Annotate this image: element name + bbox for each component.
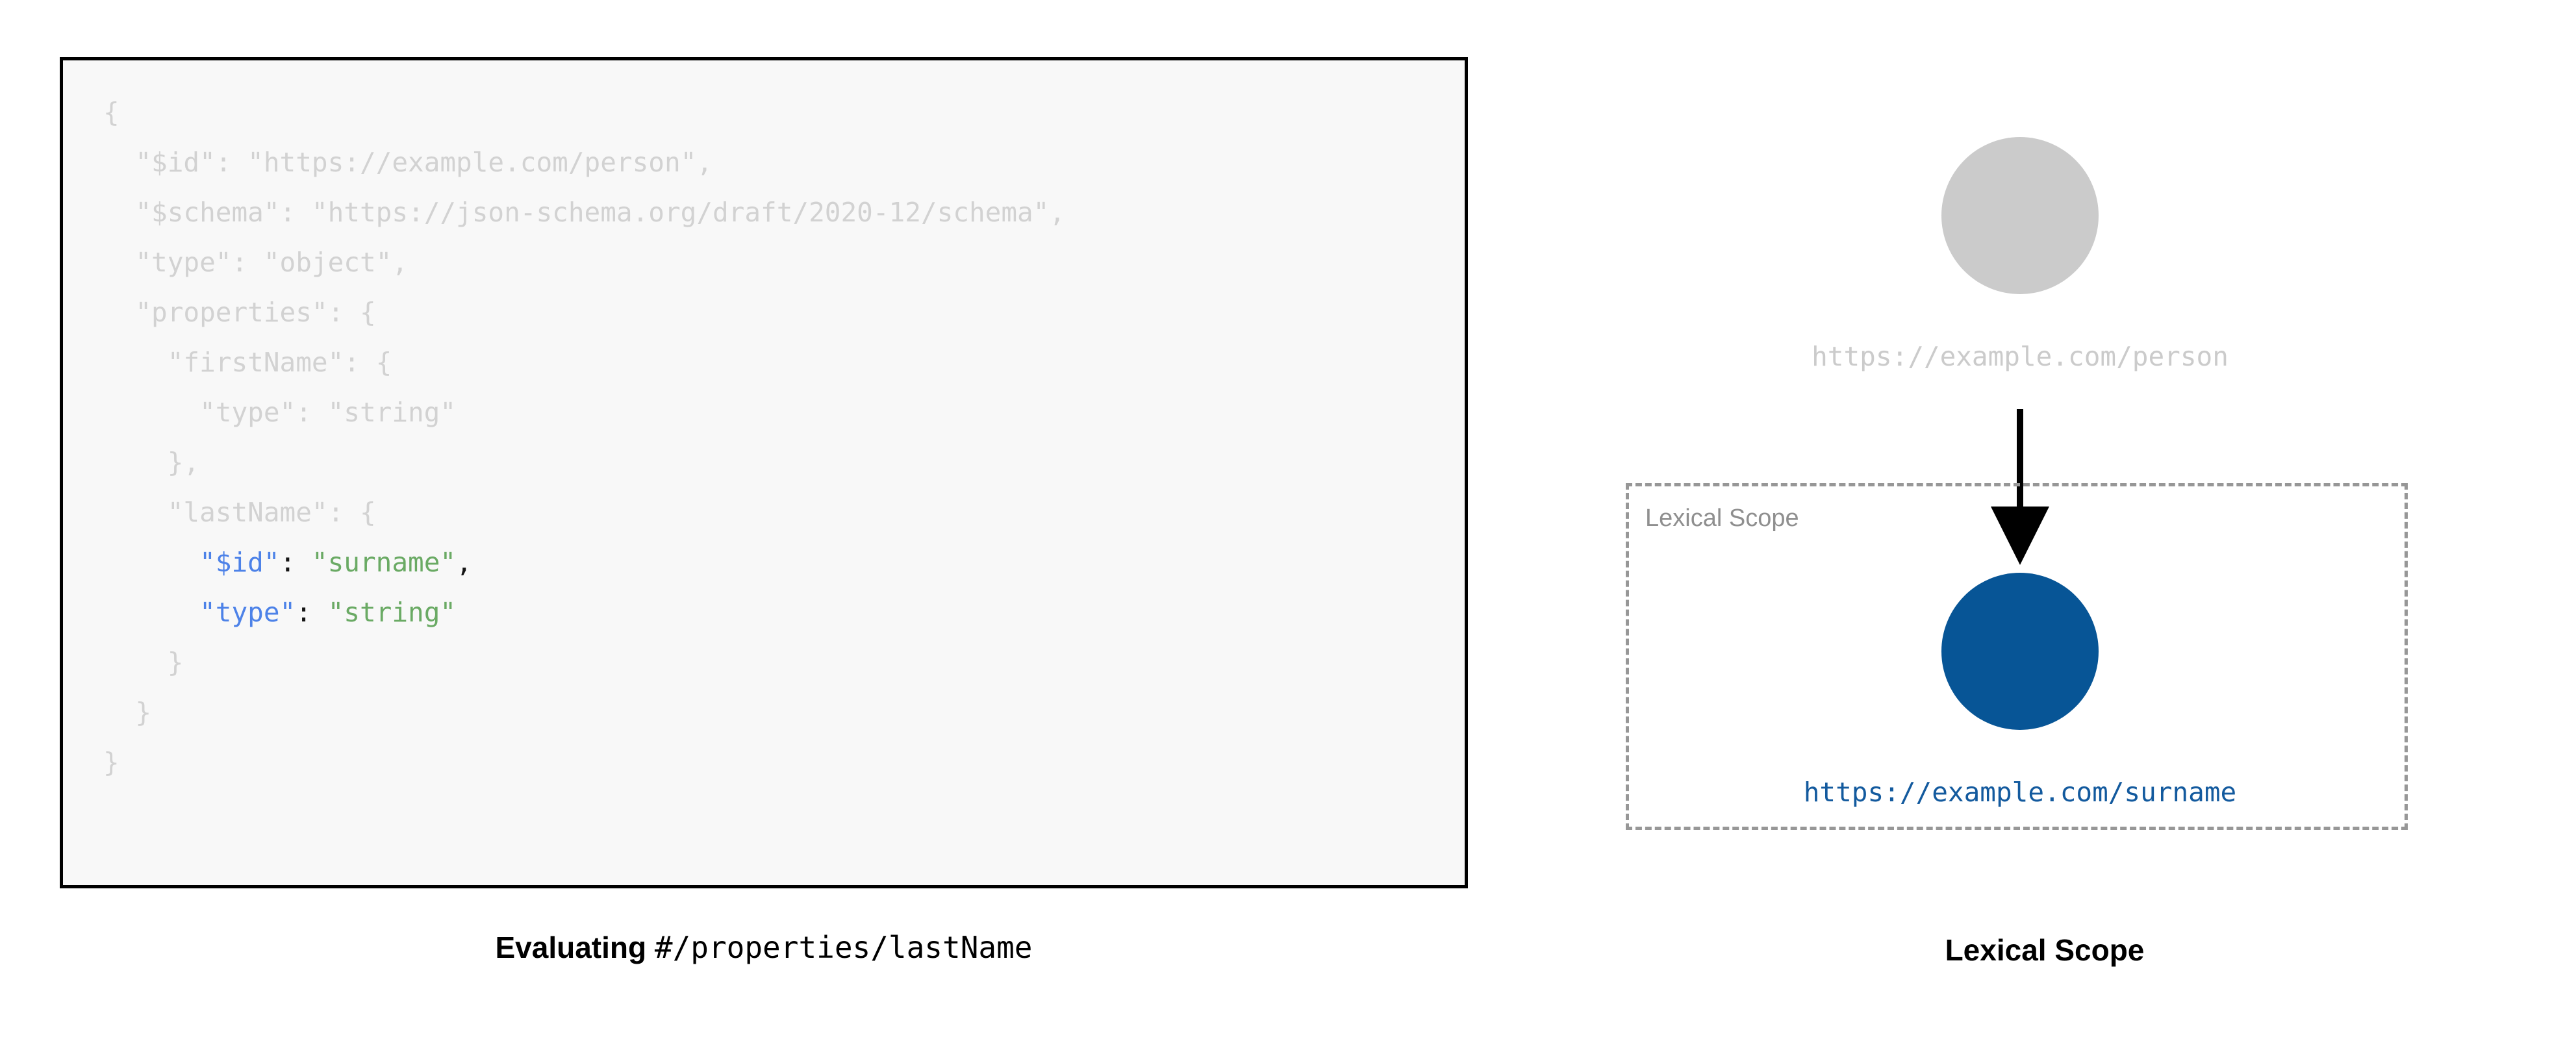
code-token: "properties": { xyxy=(135,297,376,328)
code-line: "$id": "surname", xyxy=(103,538,1065,588)
code-token: : xyxy=(279,547,312,578)
code-token: }, xyxy=(167,447,200,478)
code-token: } xyxy=(103,747,120,778)
lexical-scope-diagram-panel: Lexical Scope https://example.com/person… xyxy=(1513,0,2576,1039)
parent-schema-node-circle xyxy=(1941,137,2099,294)
diagram-arrow-layer xyxy=(1991,409,2049,565)
code-token: "surname" xyxy=(311,547,457,578)
child-schema-node-circle xyxy=(1941,573,2099,730)
code-line: } xyxy=(103,738,1065,788)
code-token: "lastName": { xyxy=(167,497,376,528)
schema-code-panel: { "$id": "https://example.com/person", "… xyxy=(60,57,1468,965)
code-token: , xyxy=(456,547,472,578)
parent-schema-node-label: https://example.com/person xyxy=(1812,341,2229,372)
code-line: } xyxy=(103,638,1065,688)
code-token: "type": "object", xyxy=(135,247,409,278)
code-token: } xyxy=(167,647,184,678)
right-caption: Lexical Scope xyxy=(1945,933,2145,967)
code-token: } xyxy=(135,697,152,728)
code-token: { xyxy=(103,97,120,128)
code-line: "lastName": { xyxy=(103,488,1065,538)
left-caption-pointer: #/properties/lastName xyxy=(654,930,1033,965)
code-line: "properties": { xyxy=(103,288,1065,338)
code-line: "type": "string" xyxy=(103,388,1065,438)
code-line: "$id": "https://example.com/person", xyxy=(103,138,1065,188)
code-line: "$schema": "https://json-schema.org/draf… xyxy=(103,188,1065,238)
json-schema-code: { "$id": "https://example.com/person", "… xyxy=(103,88,1065,788)
code-token: "firstName": { xyxy=(167,347,392,378)
code-line: { xyxy=(103,88,1065,138)
code-line: "firstName": { xyxy=(103,338,1065,388)
code-token: "$schema": "https://json-schema.org/draf… xyxy=(135,197,1066,228)
code-token: "type": "string" xyxy=(199,397,457,428)
code-block-container: { "$id": "https://example.com/person", "… xyxy=(60,57,1468,888)
code-token: "$id" xyxy=(199,547,280,578)
code-line: "type": "string" xyxy=(103,588,1065,638)
code-token: "$id": "https://example.com/person", xyxy=(135,147,713,178)
left-caption-bold: Evaluating xyxy=(495,931,647,964)
lexical-scope-box-label: Lexical Scope xyxy=(1645,505,1799,532)
code-token: "type" xyxy=(199,597,296,628)
code-line: }, xyxy=(103,438,1065,488)
code-token: "string" xyxy=(327,597,457,628)
code-line: "type": "object", xyxy=(103,238,1065,288)
code-token: : xyxy=(296,597,328,628)
code-line: } xyxy=(103,688,1065,738)
left-caption: Evaluating #/properties/lastName xyxy=(60,930,1468,965)
child-schema-node-label: https://example.com/surname xyxy=(1803,777,2237,808)
lexical-scope-boundary-box xyxy=(1626,483,2408,830)
